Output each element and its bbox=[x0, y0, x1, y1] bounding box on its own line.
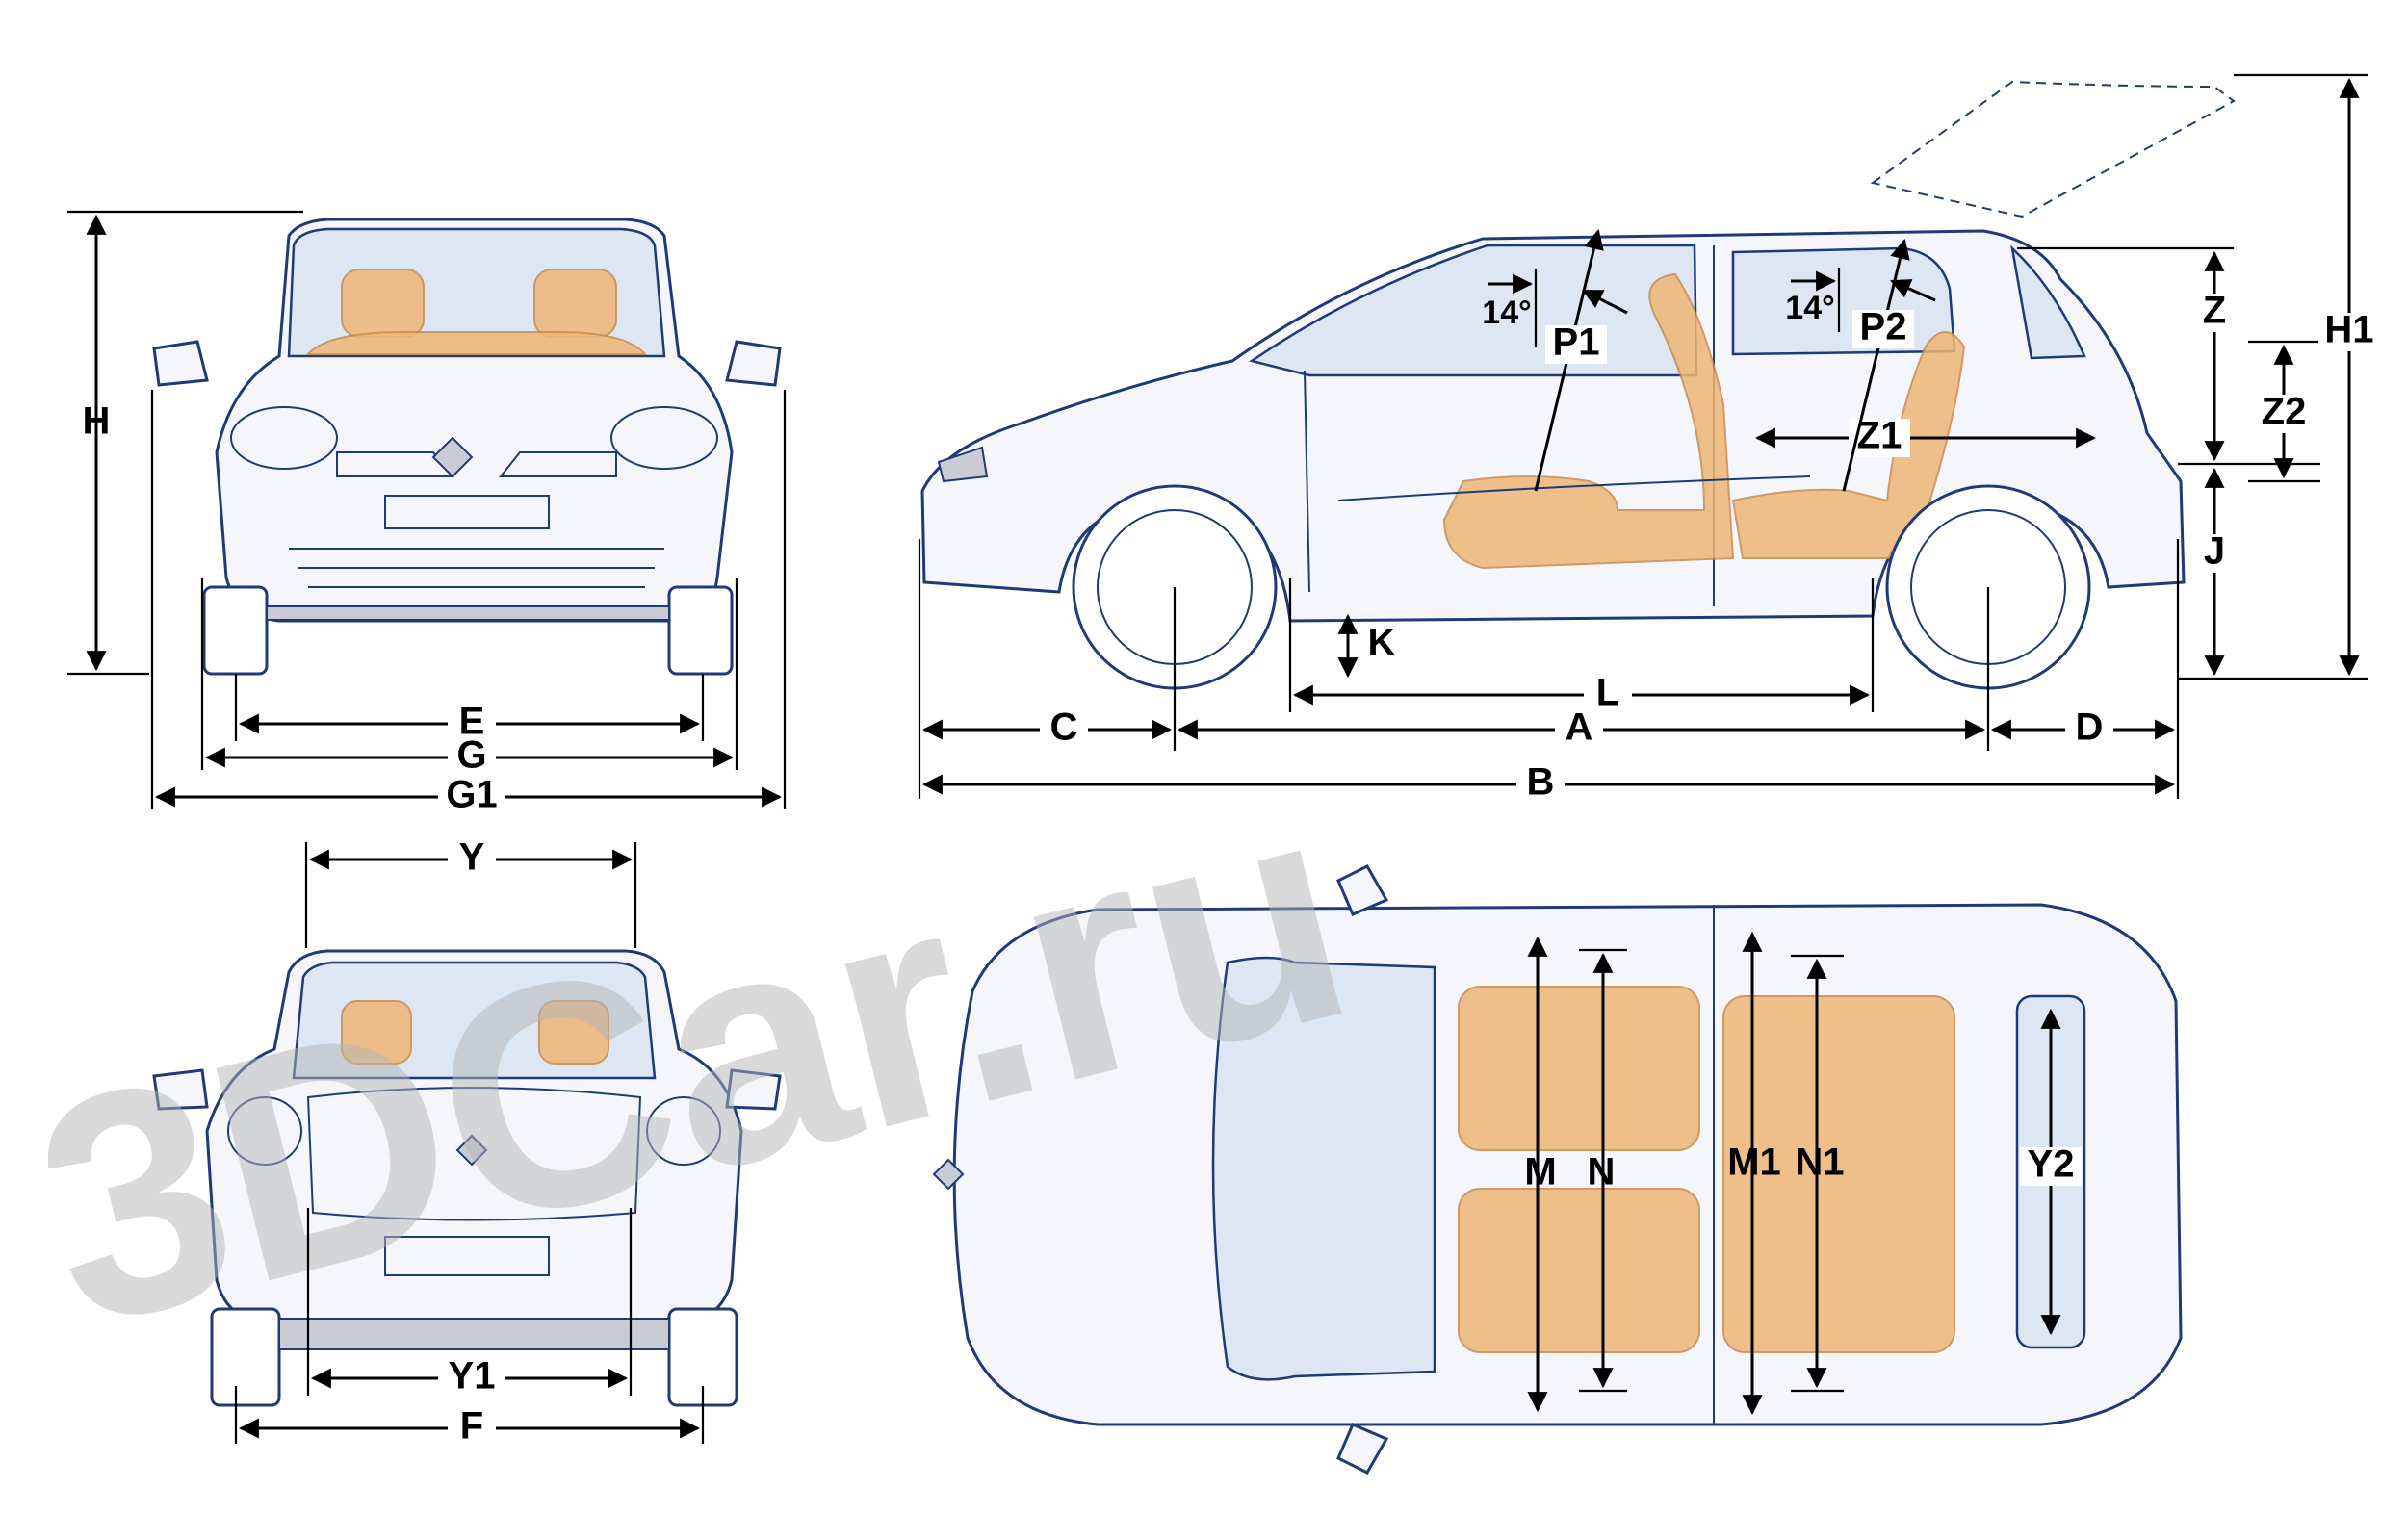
label-Y2: Y2 bbox=[2028, 1143, 2075, 1186]
front-view bbox=[152, 218, 782, 676]
label-angle-rear: 14° bbox=[1785, 290, 1834, 326]
rear-headrest-right bbox=[538, 1000, 609, 1065]
front-tyre-right bbox=[667, 585, 734, 676]
label-L: L bbox=[1596, 672, 1619, 714]
label-D: D bbox=[2076, 706, 2104, 749]
label-bg bbox=[1545, 325, 1607, 364]
rear-plate bbox=[384, 1236, 550, 1276]
label-bg bbox=[448, 840, 496, 879]
front-plate bbox=[384, 495, 550, 529]
front-bumper-lines bbox=[289, 548, 664, 588]
label-bg bbox=[1555, 710, 1603, 749]
front-seat-side bbox=[1442, 272, 1735, 570]
label-bg bbox=[2065, 710, 2113, 749]
label-angle-front: 14° bbox=[1482, 295, 1531, 331]
front-headrest-left bbox=[341, 269, 425, 338]
rear-mirror-right bbox=[725, 1068, 782, 1111]
top-mirror-left bbox=[1336, 864, 1389, 916]
headlight-left bbox=[230, 406, 338, 470]
label-H: H bbox=[83, 400, 111, 443]
top-front-seat-left bbox=[1458, 986, 1700, 1151]
door-protection-strip bbox=[1337, 475, 1811, 501]
label-bg bbox=[438, 778, 505, 816]
label-M: M bbox=[1524, 1151, 1556, 1194]
label-Z: Z bbox=[2203, 290, 2226, 332]
side-dimensions: C A D B L K J Z Z2 H1 bbox=[918, 73, 2380, 804]
rear-headrest-left bbox=[341, 1000, 412, 1065]
label-Z2: Z2 bbox=[2262, 391, 2307, 433]
front-dimensions: H E G G1 bbox=[67, 210, 787, 816]
rear-view bbox=[152, 949, 782, 1407]
label-bg bbox=[2253, 395, 2315, 433]
label-M1: M1 bbox=[1727, 1142, 1781, 1184]
label-bg bbox=[1040, 710, 1088, 749]
taillight-right bbox=[646, 1096, 721, 1166]
top-view bbox=[932, 864, 2183, 1475]
rear-underbody bbox=[278, 1318, 670, 1350]
label-P2: P2 bbox=[1860, 306, 1907, 348]
label-bg bbox=[1584, 676, 1632, 714]
label-H1: H1 bbox=[2324, 309, 2373, 351]
label-F: F bbox=[460, 1405, 483, 1448]
angle-arrow-front-2 bbox=[1582, 289, 1628, 315]
front-seat-backs bbox=[305, 331, 648, 355]
label-C: C bbox=[1050, 706, 1078, 749]
front-tyre-left bbox=[202, 585, 269, 676]
front-underbody bbox=[266, 605, 670, 621]
headlight-right bbox=[610, 406, 718, 470]
angle-arrow-rear-2 bbox=[1890, 279, 1936, 302]
front-headrest-right bbox=[533, 269, 617, 338]
label-bg bbox=[2318, 313, 2380, 351]
label-G1: G1 bbox=[446, 774, 497, 816]
label-G: G bbox=[456, 734, 486, 777]
label-Y: Y bbox=[459, 836, 485, 879]
label-Z1: Z1 bbox=[1857, 415, 1902, 457]
rear-seat-side bbox=[1731, 331, 1966, 559]
top-dimensions: M N M1 N1 Y2 bbox=[1524, 931, 2082, 1416]
top-brand-logo bbox=[932, 1158, 965, 1191]
top-rear-bench bbox=[1722, 995, 1955, 1353]
grille-right bbox=[498, 451, 617, 477]
top-windshield bbox=[1211, 956, 1436, 1381]
side-headlight bbox=[937, 446, 989, 483]
label-B: B bbox=[1527, 761, 1555, 804]
label-P1: P1 bbox=[1553, 321, 1600, 364]
label-bg bbox=[448, 1409, 496, 1448]
label-Y1: Y1 bbox=[449, 1355, 496, 1398]
top-mirror-right bbox=[1336, 1423, 1389, 1475]
side-view bbox=[920, 80, 2236, 690]
label-bg bbox=[1516, 765, 1565, 804]
label-N: N bbox=[1588, 1151, 1616, 1194]
rear-tyre-left bbox=[210, 1307, 281, 1407]
label-bg bbox=[1852, 310, 1914, 348]
tailgate-open-outline bbox=[1870, 80, 2236, 218]
label-N1: N1 bbox=[1795, 1142, 1844, 1184]
label-bg bbox=[2020, 1147, 2082, 1186]
top-front-seat-right bbox=[1458, 1188, 1700, 1353]
rear-dimensions: Y Y1 F bbox=[234, 836, 705, 1448]
label-bg bbox=[438, 1359, 505, 1398]
tailgate bbox=[306, 1087, 642, 1221]
rear-quarter-window bbox=[2010, 244, 2086, 360]
label-K: K bbox=[1368, 622, 1396, 664]
label-bg bbox=[2190, 294, 2239, 332]
rear-door-window bbox=[1731, 246, 1956, 356]
label-E: E bbox=[459, 701, 485, 743]
label-bg bbox=[2190, 534, 2239, 573]
label-J: J bbox=[2204, 530, 2225, 573]
brand-logo-rear bbox=[455, 1134, 488, 1167]
taillight-left bbox=[227, 1096, 302, 1166]
front-mirror-right bbox=[725, 340, 782, 387]
brand-logo-front bbox=[431, 436, 474, 478]
rear-mirror-left bbox=[152, 1068, 209, 1111]
front-mirror-left bbox=[152, 340, 209, 387]
label-bg bbox=[448, 738, 496, 777]
label-bg bbox=[448, 705, 496, 743]
